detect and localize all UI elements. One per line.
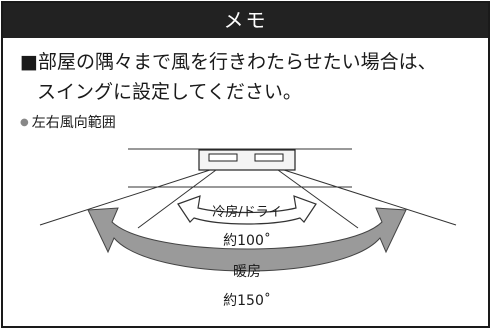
memo-box: メモ bbox=[1, 1, 490, 328]
heat-range-arrow bbox=[87, 207, 407, 272]
cool-dry-angle: 約100˚ bbox=[223, 232, 271, 249]
memo-text-line-1: ■部屋の隅々まで風を行きわたらせたい場合は、 bbox=[20, 51, 437, 73]
cool-dry-range-arrow bbox=[177, 195, 317, 225]
cool-dry-label: 冷房/ドライ bbox=[212, 204, 281, 220]
heat-label: 暖房 bbox=[233, 264, 261, 280]
bullet-icon: ● bbox=[20, 117, 29, 128]
memo-text-line-2: スイングに設定してください。 bbox=[37, 81, 302, 103]
airflow-boundary-lines bbox=[39, 169, 457, 229]
heat-angle: 約150˚ bbox=[223, 292, 271, 309]
memo-header: メモ bbox=[3, 3, 488, 38]
air-conditioner-icon bbox=[198, 149, 296, 171]
subheading: ●左右風向範囲 bbox=[20, 113, 116, 133]
subheading-label: 左右風向範囲 bbox=[31, 115, 116, 131]
